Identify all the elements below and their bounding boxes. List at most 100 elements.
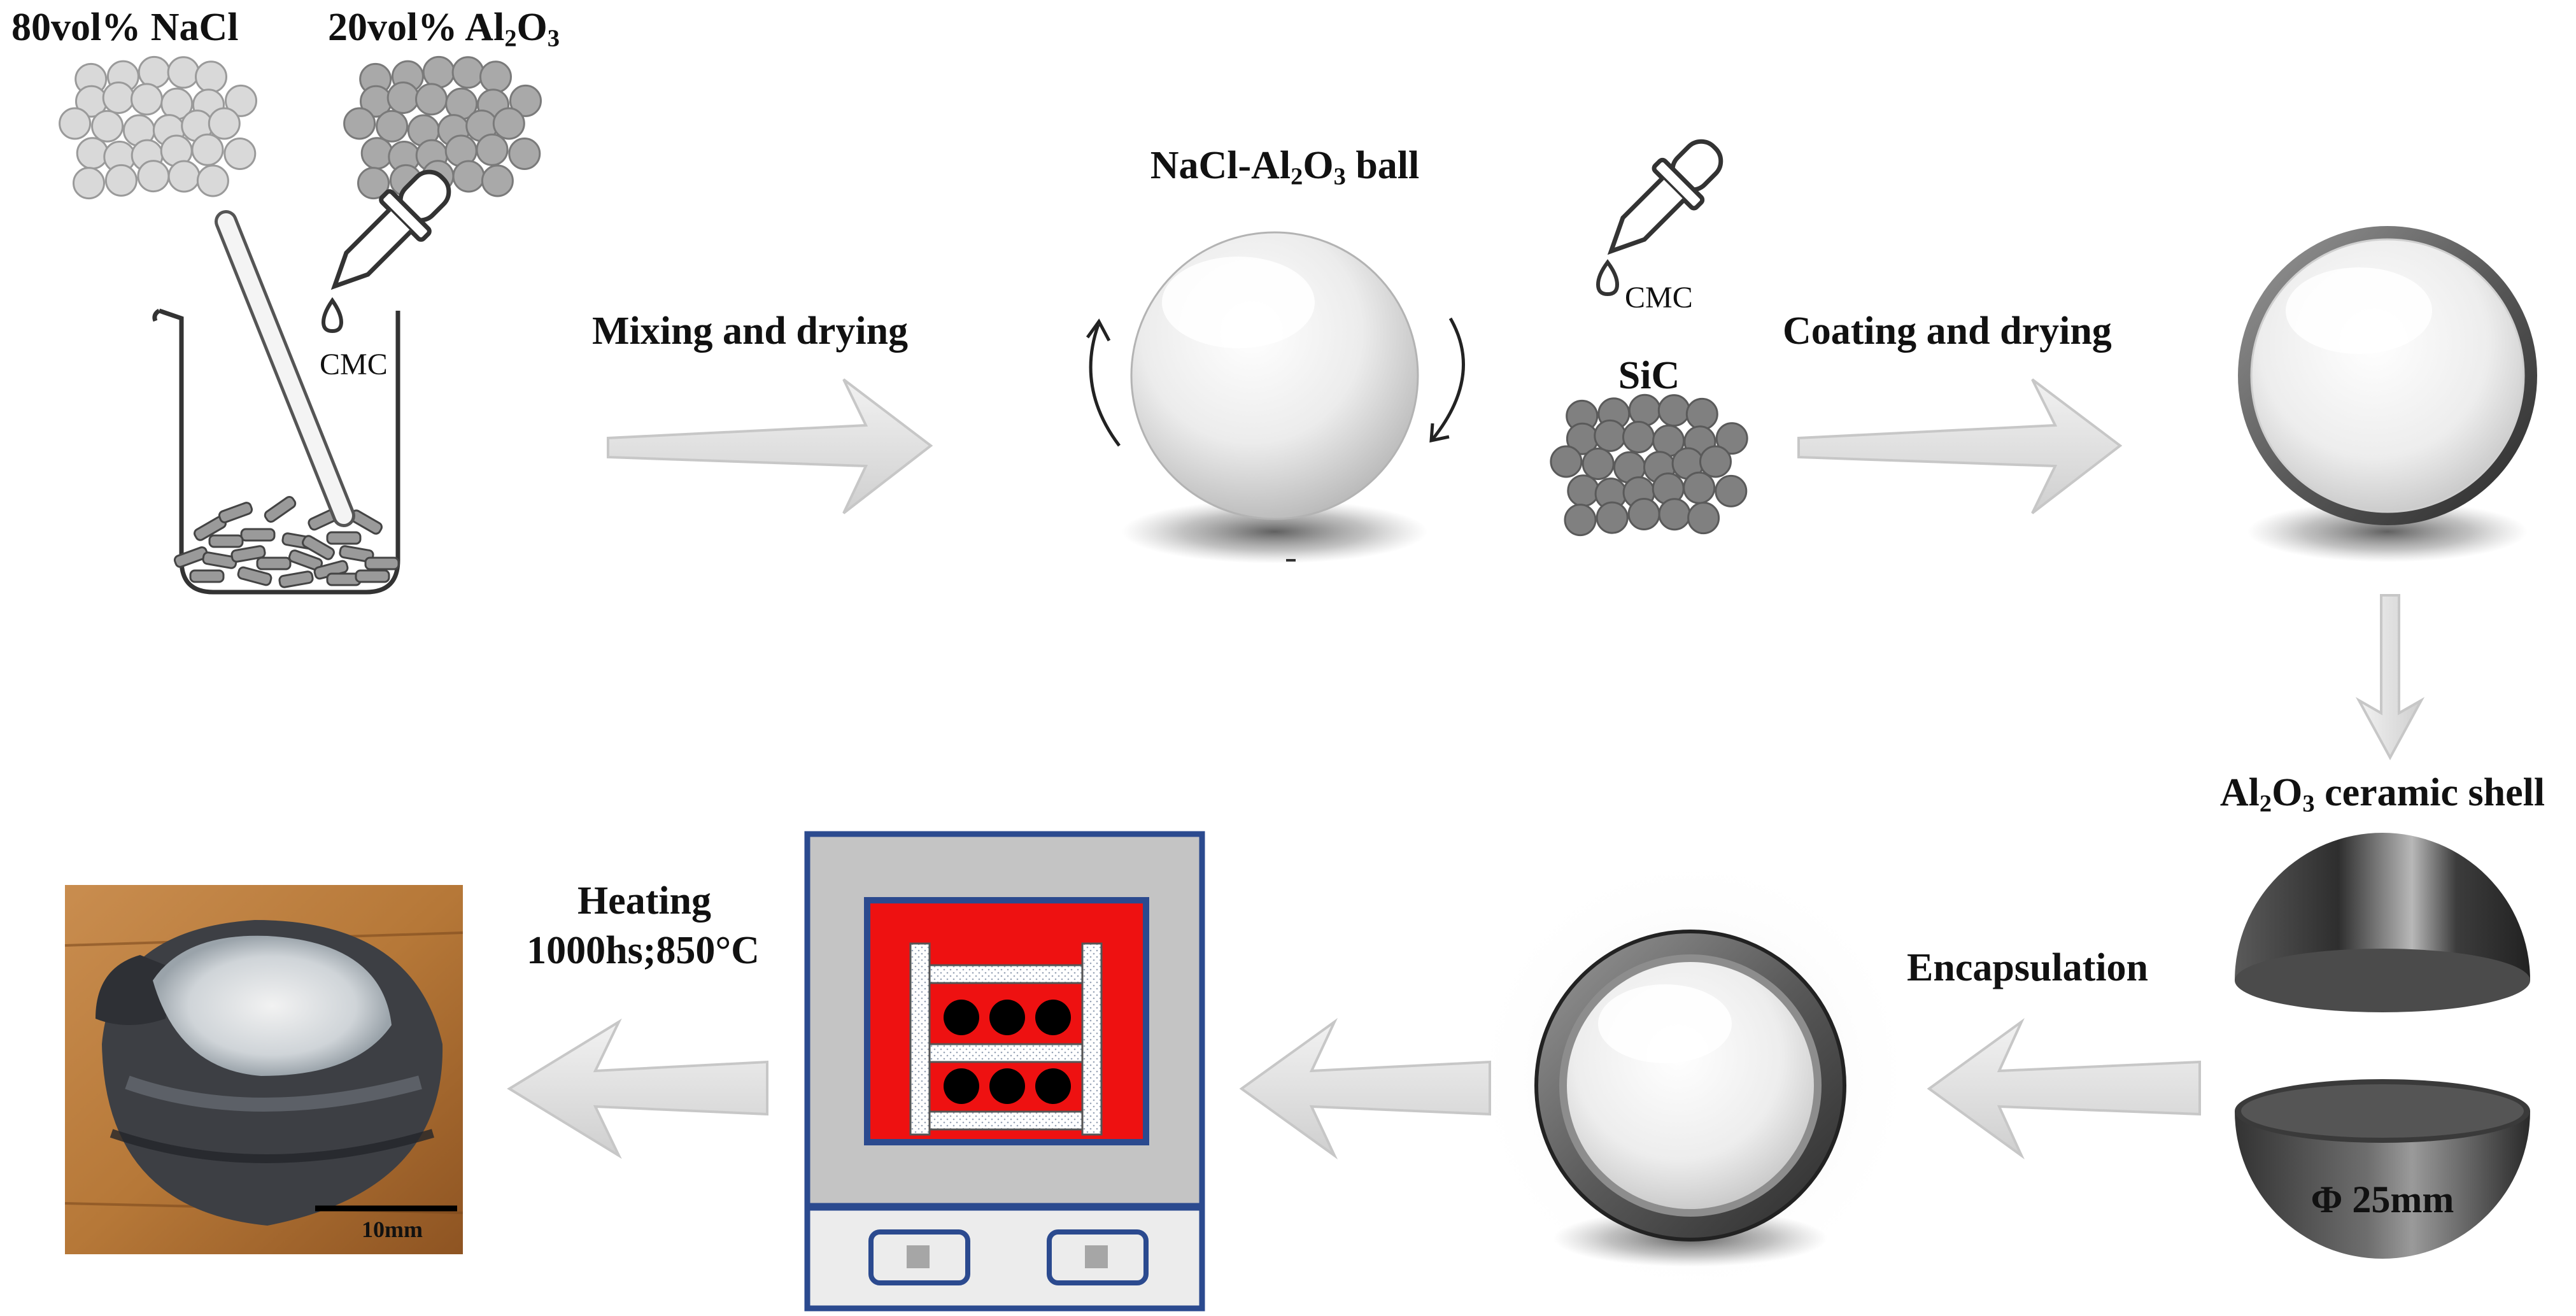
particle (492, 107, 525, 140)
particle (1683, 471, 1716, 504)
al2o3-fraction-label: 20vol% Al2O3 (328, 5, 560, 52)
nacl-al2o3-ball (1122, 231, 1427, 563)
particle (1715, 474, 1748, 507)
particle (509, 84, 542, 117)
al2o3-particle-cluster (343, 55, 542, 200)
al2o3-fraction-o: O (516, 6, 548, 49)
mixing-text: Mixing and drying (592, 309, 909, 353)
particle (1594, 419, 1627, 452)
particle (479, 60, 512, 94)
mixing-label: Mixing and drying (592, 309, 908, 354)
scale-bar-text: 10mm (362, 1217, 423, 1242)
particle (1582, 448, 1615, 480)
ceramic-shell-label: Al2O3 ceramic shell (2220, 770, 2545, 816)
particle (138, 55, 171, 88)
ball-label-suffix: ball (1345, 144, 1420, 187)
shell-label-sub2: 3 (2302, 790, 2315, 817)
particle (1596, 501, 1629, 534)
arrow-encapsulation (1927, 1017, 2201, 1160)
particle (360, 137, 393, 170)
salt-rod (278, 570, 314, 588)
heating-conditions-text: 1000hs;850°C (527, 929, 760, 972)
encapsulation-text: Encapsulation (1907, 946, 2149, 989)
particle (476, 133, 509, 166)
particle (1628, 393, 1661, 427)
particle (481, 164, 514, 197)
salt-rod (230, 545, 266, 563)
particle (1685, 397, 1718, 430)
particle (1550, 445, 1583, 478)
al2o3-fraction-sub2: 3 (547, 25, 560, 52)
particle (1567, 474, 1600, 507)
beaker (152, 308, 400, 595)
arrow-heating (507, 1018, 768, 1159)
particle (191, 133, 224, 166)
sic-text: SiC (1618, 354, 1680, 397)
diameter-text: Φ 25mm (2311, 1178, 2454, 1220)
arrow-down (2355, 594, 2425, 761)
al2o3-fraction-sub1: 2 (504, 25, 517, 52)
al2o3-fraction-text: 20vol% Al (328, 6, 505, 49)
salt-rod (240, 528, 276, 542)
particle (167, 160, 201, 193)
particle (195, 60, 227, 94)
coating-label: Coating and drying (1783, 309, 2112, 354)
heating-label: Heating (577, 879, 711, 924)
furnace (804, 831, 1205, 1312)
particle (1658, 498, 1691, 531)
encapsulation-label: Encapsulation (1907, 945, 2148, 991)
particle (422, 55, 455, 88)
particle (73, 167, 105, 200)
arrow-coating (1797, 378, 2123, 514)
particle (1687, 502, 1720, 535)
particle (59, 107, 92, 140)
particle (91, 110, 124, 143)
salt-rod (173, 546, 209, 568)
salt-rod (208, 534, 244, 548)
shell-label-o: O (2272, 771, 2303, 814)
stirring-rod (215, 210, 355, 527)
particle (1622, 421, 1655, 453)
nacl-particle-cluster (59, 55, 257, 200)
particle (1715, 422, 1748, 455)
heating-text: Heating (577, 879, 712, 923)
particle (452, 160, 485, 193)
particle (137, 160, 170, 193)
shell-label-text: Al (2219, 771, 2260, 814)
particle (76, 137, 109, 170)
particle (386, 81, 420, 114)
nacl-fraction-text: 80vol% NaCl (11, 6, 239, 49)
dropper-icon-coating (1596, 139, 1723, 297)
ceramic-shell-top-hemisphere (2235, 833, 2530, 1012)
cmc-beaker-label: CMC (320, 347, 388, 382)
particle (223, 138, 257, 170)
particle (131, 83, 163, 116)
salt-rod (189, 569, 225, 583)
particle (225, 84, 257, 117)
salt-rod (355, 569, 390, 583)
ball-label-o: O (1303, 144, 1334, 187)
coated-ball (2238, 226, 2537, 562)
coating-text: Coating and drying (1783, 309, 2112, 353)
particle (167, 56, 200, 89)
sic-label: SiC (1618, 353, 1680, 399)
nacl-fraction-label: 80vol% NaCl (11, 5, 239, 50)
particle (376, 110, 409, 143)
salt-rod (256, 556, 292, 570)
particle (1564, 504, 1597, 537)
sic-particle-cluster (1550, 393, 1748, 537)
particle (104, 164, 138, 197)
particle (1699, 445, 1732, 478)
salt-rod (326, 531, 362, 545)
particle (508, 138, 541, 170)
salt-rod (302, 535, 335, 560)
cmc-coating-label: CMC (1625, 280, 1693, 315)
salt-rod (264, 495, 297, 523)
salt-rod (218, 502, 253, 523)
arrow-mixing (607, 378, 933, 514)
diameter-label: Φ 25mm (2311, 1178, 2454, 1222)
particle (208, 107, 241, 140)
ball-label: NaCl-Al2O3 ball (1150, 143, 1420, 189)
particle (102, 81, 135, 114)
salt-rods (173, 495, 400, 588)
